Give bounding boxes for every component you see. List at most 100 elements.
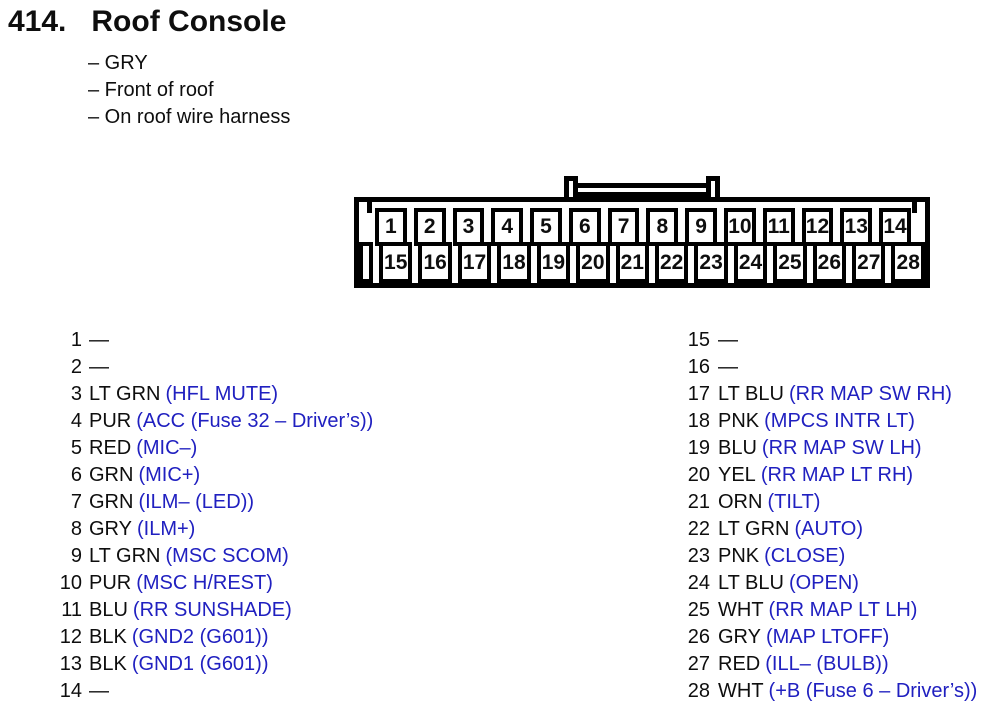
pin-cell: 18 bbox=[497, 242, 531, 283]
pin-number: 26 bbox=[687, 626, 710, 648]
pin-cell-label: 27 bbox=[857, 250, 881, 274]
pin-function: (RR MAP LT LH) bbox=[768, 599, 918, 621]
pin-row: 16— bbox=[672, 354, 998, 381]
wire-color: PUR bbox=[89, 572, 132, 594]
pin-cell: 7 bbox=[607, 208, 640, 246]
wire-color: LT BLU bbox=[718, 383, 784, 405]
pin-cell-label: 14 bbox=[883, 215, 907, 238]
wire-color: GRY bbox=[89, 518, 132, 540]
pin-cell: 23 bbox=[694, 242, 728, 283]
pin-row: 2— bbox=[52, 354, 452, 381]
pin-function: (+B (Fuse 6 – Driver’s)) bbox=[768, 680, 978, 702]
pin-number: 18 bbox=[687, 410, 710, 432]
pin-number: 10 bbox=[59, 572, 82, 594]
pin-number: 21 bbox=[687, 491, 710, 513]
pin-function: (GND1 (G601)) bbox=[131, 653, 269, 675]
pin-cell: 16 bbox=[418, 242, 452, 283]
pin-cell: 22 bbox=[654, 242, 689, 283]
pin-cell: 12 bbox=[801, 208, 834, 246]
pin-cell: 11 bbox=[762, 208, 795, 246]
wire-color: GRN bbox=[89, 464, 134, 486]
pin-cell: 1 bbox=[375, 208, 407, 246]
pin-function: (ACC (Fuse 32 – Driver’s)) bbox=[136, 410, 374, 432]
wire-color: GRY bbox=[718, 626, 761, 648]
pin-number: 13 bbox=[59, 653, 82, 675]
pin-function: (MPCS INTR LT) bbox=[764, 410, 915, 432]
wire-color: — bbox=[89, 356, 109, 378]
pin-cell-label: 17 bbox=[462, 250, 487, 274]
pin-number: 20 bbox=[687, 464, 710, 486]
wire-color: BLU bbox=[89, 599, 128, 621]
pin-row: 14 — bbox=[52, 678, 452, 705]
pin-cell-label: 3 bbox=[462, 215, 475, 238]
pin-number: 27 bbox=[687, 653, 710, 675]
pin-number: 19 bbox=[687, 437, 710, 459]
pin-function: (ILM+) bbox=[136, 518, 196, 540]
pin-function: (CLOSE) bbox=[764, 545, 846, 567]
wire-color: GRN bbox=[89, 491, 134, 513]
pin-cell: 24 bbox=[733, 242, 768, 283]
connector-latch-prong-left bbox=[564, 176, 578, 197]
connector-row-top: 1 2 3 4 5 6 7 8 9 10 11 12 13 14 bbox=[359, 208, 925, 246]
pin-cell-label: 5 bbox=[540, 215, 552, 238]
pin-cell: 15 bbox=[379, 242, 413, 283]
pin-function: (ILL– (BULB)) bbox=[765, 653, 889, 675]
pin-cell: 17 bbox=[457, 242, 492, 283]
pin-number: 14 bbox=[59, 680, 82, 702]
pin-number: 24 bbox=[687, 572, 710, 594]
pin-cell-label: 25 bbox=[778, 250, 802, 274]
pin-cell: 14 bbox=[879, 208, 911, 246]
pin-cell-label: 24 bbox=[738, 250, 763, 274]
notes-list: – GRY – Front of roof – On roof wire har… bbox=[88, 50, 290, 131]
connector-row-bottom: 15 16 17 18 19 20 21 22 23 24 25 26 27 2… bbox=[359, 242, 925, 283]
pin-number: 2 bbox=[70, 356, 82, 378]
pin-cell-blank bbox=[359, 242, 373, 283]
wire-color: RED bbox=[718, 653, 761, 675]
pin-cell: 9 bbox=[685, 208, 718, 246]
housing-notch-right bbox=[912, 202, 917, 213]
pin-cell-label: 1 bbox=[385, 215, 397, 238]
pin-cell: 4 bbox=[491, 208, 524, 246]
pin-cell-label: 6 bbox=[578, 215, 591, 238]
pin-row: 18 PNK(MPCS INTR LT) bbox=[672, 408, 998, 435]
wire-color: LT GRN bbox=[718, 518, 790, 540]
pin-function: (RR SUNSHADE) bbox=[132, 599, 292, 621]
pin-cell: 20 bbox=[576, 242, 610, 283]
wire-color: RED bbox=[89, 437, 132, 459]
pin-cell: 2 bbox=[413, 208, 446, 246]
note-color: – GRY bbox=[88, 52, 148, 74]
pin-number: 5 bbox=[70, 437, 82, 459]
pin-number: 1 bbox=[70, 329, 82, 351]
wire-color: LT GRN bbox=[89, 383, 161, 405]
pin-cell-label: 10 bbox=[728, 215, 752, 238]
wire-color: — bbox=[89, 680, 109, 702]
pin-cell-label: 22 bbox=[659, 250, 684, 274]
pin-cell: 26 bbox=[812, 242, 847, 283]
pin-cell-label: 26 bbox=[817, 250, 842, 274]
pin-cell-label: 12 bbox=[805, 215, 830, 238]
wire-color: PNK bbox=[718, 545, 760, 567]
pin-number: 28 bbox=[687, 680, 710, 702]
pin-function: (HFL MUTE) bbox=[165, 383, 279, 405]
pin-cell-label: 11 bbox=[767, 215, 790, 238]
wire-color: PNK bbox=[718, 410, 760, 432]
pin-number: 8 bbox=[70, 518, 82, 540]
pin-cell-label: 8 bbox=[656, 215, 669, 238]
pin-cell: 25 bbox=[773, 242, 807, 283]
